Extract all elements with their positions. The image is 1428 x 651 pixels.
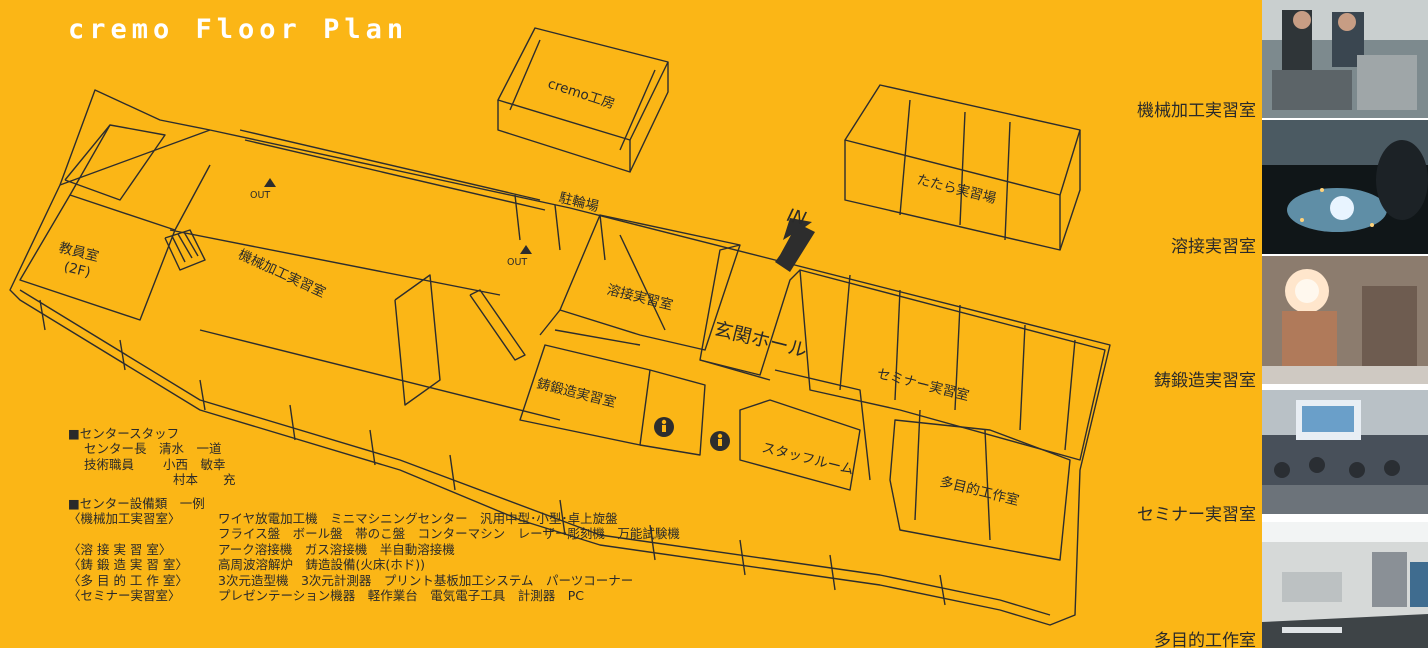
- staff-tech-name-2: 村本 充: [173, 472, 236, 488]
- equipment-row: 〈多 目 的 工 作 室〉 3次元造型機 3次元計測器 プリント基板加工システム …: [68, 573, 680, 588]
- equipment-room: 〈鋳 鍛 造 実 習 室〉: [68, 557, 188, 573]
- welding-photo: [1262, 120, 1428, 254]
- equipment-list: アーク溶接機 ガス溶接機 半自動溶接機: [218, 541, 455, 557]
- workshop-photo: [1262, 522, 1428, 648]
- equipment-list: ワイヤ放電加工機 ミニマシニングセンター 汎用中型･小型･卓上旋盤: [218, 511, 618, 527]
- staff-tech-row: 技術職員 小西 敏幸: [68, 457, 680, 472]
- out-marker-1: [264, 178, 276, 187]
- equipment-row: 〈溶 接 実 習 室〉 アーク溶接機 ガス溶接機 半自動溶接機: [68, 542, 680, 557]
- staff-tech-role: 技術職員: [84, 456, 135, 472]
- equipment-list: プレゼンテーション機器 軽作業台 電気電子工具 計測器 PC: [218, 588, 585, 604]
- equipment-room: 〈多 目 的 工 作 室〉: [68, 572, 188, 588]
- info-block: ■センタースタッフ センター長 清水 一道 技術職員 小西 敏幸 村本 充 ■セ…: [68, 426, 680, 603]
- staff-tech-name-1: 小西 敏幸: [163, 456, 226, 472]
- building-outline: [9, 27, 1111, 626]
- equipment-room: 〈溶 接 実 習 室〉: [68, 541, 172, 557]
- in-arrow: [775, 218, 815, 272]
- floor-plan-panel: cremo Floor Plan cremo工房 駐輪場 たたら実習場 教員室 …: [0, 0, 1262, 648]
- photo-caption-casting: 鋳鍛造実習室: [1154, 371, 1256, 391]
- equipment-row: フライス盤 ボール盤 帯のこ盤 コンターマシン レーザー彫刻機 万能試験機: [68, 526, 680, 541]
- equipment-room: 〈機械加工実習室〉: [68, 511, 181, 527]
- restroom-icon-2: [710, 431, 730, 451]
- staff-heading: ■センタースタッフ: [68, 426, 180, 441]
- seminar-photo: [1262, 390, 1428, 514]
- photo-caption-seminar: セミナー実習室: [1137, 505, 1256, 525]
- equipment-row: 〈セミナー実習室〉 プレゼンテーション機器 軽作業台 電気電子工具 計測器 PC: [68, 588, 680, 603]
- restroom-icon-1: [654, 417, 674, 437]
- casting-photo: [1262, 256, 1428, 384]
- photo-caption-workshop: 多目的工作室: [1154, 631, 1256, 651]
- equipment-list: 3次元造型機 3次元計測器 プリント基板加工システム パーツコーナー: [218, 572, 634, 588]
- machining-photo: [1262, 0, 1428, 118]
- staff-director-name: 清水 一道: [159, 441, 222, 457]
- out-label-1: OUT: [250, 190, 271, 201]
- page-title: cremo Floor Plan: [68, 14, 409, 45]
- floor-plan-drawing: [0, 0, 1262, 648]
- photo-caption-machining: 機械加工実習室: [1137, 101, 1256, 121]
- equipment-list: フライス盤 ボール盤 帯のこ盤 コンターマシン レーザー彫刻機 万能試験機: [218, 526, 680, 542]
- staff-director-role: センター長: [84, 441, 147, 457]
- staff-director-row: センター長 清水 一道: [68, 441, 680, 456]
- out-label-2: OUT: [507, 257, 528, 268]
- out-marker-2: [520, 245, 532, 254]
- equipment-list: 高周波溶解炉 鋳造設備(火床(ホド)): [218, 557, 426, 573]
- equipment-row: 〈鋳 鍛 造 実 習 室〉 高周波溶解炉 鋳造設備(火床(ホド)): [68, 557, 680, 572]
- equipment-row: 〈機械加工実習室〉 ワイヤ放電加工機 ミニマシニングセンター 汎用中型･小型･卓上…: [68, 511, 680, 526]
- equipment-heading: ■センター設備類 一例: [68, 495, 205, 511]
- photo-caption-welding: 溶接実習室: [1171, 237, 1256, 257]
- equipment-room: 〈セミナー実習室〉: [68, 588, 181, 604]
- staff-tech-row-2: 村本 充: [68, 472, 680, 487]
